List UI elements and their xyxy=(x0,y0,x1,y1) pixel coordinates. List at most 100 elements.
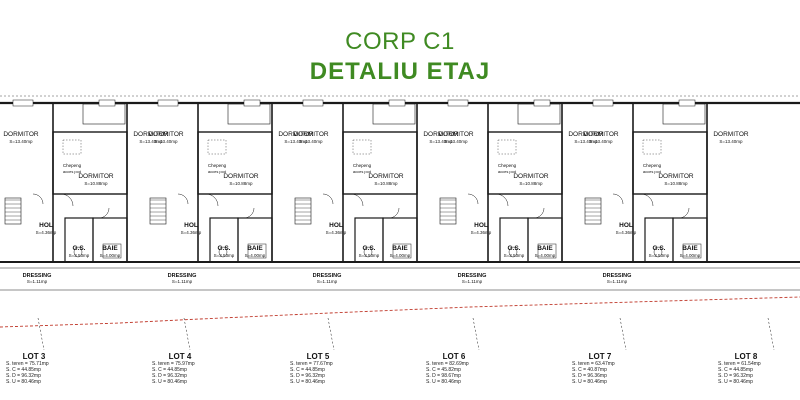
room-label-dormitor: DORMITOR xyxy=(568,131,604,138)
room-label-dressing: DRESSING xyxy=(23,273,52,279)
room-label-dormitor: DORMITOR xyxy=(223,173,259,180)
room-label-dormitor: DORMITOR xyxy=(78,173,114,180)
room-area-dormitor: S=13.40mp xyxy=(719,139,743,144)
room-area-gs: S=3.53mp xyxy=(504,253,525,258)
room-area-dressing: S=1.11mp xyxy=(462,279,483,284)
room-label-dressing: DRESSING xyxy=(313,273,342,279)
room-area-baie: S=4.00mp xyxy=(245,253,266,258)
room-area-baie: S=4.00mp xyxy=(100,253,121,258)
lot-land-area: S. teren = 75.97mp xyxy=(152,361,195,367)
room-area-gs: S=3.53mp xyxy=(359,253,380,258)
units-layer: DORMITORS=13.40mpDORMITORS=13.40mpChepen… xyxy=(0,95,800,291)
hatch-label: Chepeng xyxy=(63,163,82,168)
hatch-sublabel: acces pod xyxy=(498,169,516,174)
building-label: CORP C1 xyxy=(345,28,455,55)
hatch-label: Chepeng xyxy=(353,163,372,168)
drawing-title: DETALIU ETAJ xyxy=(309,58,491,85)
lot-land-area: S. teren = 75.71mp xyxy=(6,361,49,367)
room-area-baie: S=4.00mp xyxy=(535,253,556,258)
apartment-unit: DORMITORS=13.40mpDORMITORS=13.40mpChepen… xyxy=(3,99,169,284)
lot-divider xyxy=(183,317,191,351)
room-area-gs: S=3.53mp xyxy=(214,253,235,258)
lot-name: LOT 7 xyxy=(588,352,612,361)
room-label-dormitor: DORMITOR xyxy=(148,131,184,138)
lot-built-area: S. C = 44.85mp xyxy=(6,367,41,373)
room-area-hol: S=4.36mp xyxy=(616,230,637,235)
lot-usable-area: S. U = 80.46mp xyxy=(152,379,187,385)
room-label-baie: BAIE xyxy=(682,245,698,252)
lot-developed-area: S. D = 98.67mp xyxy=(426,373,461,379)
hatch-label: Chepeng xyxy=(208,163,227,168)
room-area-dormitor: S=13.40mp xyxy=(154,139,178,144)
lot-usable-area: S. U = 80.46mp xyxy=(6,379,41,385)
lot-built-area: S. C = 44.85mp xyxy=(718,367,753,373)
room-area-dormitor: S=13.40mp xyxy=(574,139,598,144)
room-label-hol: HOL xyxy=(474,222,488,229)
room-area-hol: S=4.36mp xyxy=(36,230,57,235)
lot-built-area: S. C = 45.82mp xyxy=(426,367,461,373)
room-label-dressing: DRESSING xyxy=(458,273,487,279)
room-area-dressing: S=1.11mp xyxy=(172,279,193,284)
lot-boundaries xyxy=(0,296,800,351)
room-label-baie: BAIE xyxy=(102,245,118,252)
room-area-dressing: S=1.11mp xyxy=(317,279,338,284)
lot-built-area: S. C = 40.87mp xyxy=(572,367,607,373)
room-label-dressing: DRESSING xyxy=(603,273,632,279)
room-area-dormitor: S=10.88mp xyxy=(519,181,543,186)
room-area-dormitor: S=13.40mp xyxy=(9,139,33,144)
room-label-dormitor: DORMITOR xyxy=(583,131,619,138)
lot-name: LOT 5 xyxy=(306,352,330,361)
room-area-dormitor: S=13.40mp xyxy=(429,139,453,144)
lot-divider xyxy=(327,317,335,351)
room-area-dormitor: S=10.88mp xyxy=(374,181,398,186)
room-label-hol: HOL xyxy=(329,222,343,229)
room-area-dormitor: S=13.40mp xyxy=(444,139,468,144)
room-area-dormitor: S=10.88mp xyxy=(229,181,253,186)
room-label-dormitor: DORMITOR xyxy=(513,173,549,180)
room-label-dormitor: DORMITOR xyxy=(3,131,39,138)
lot-land-area: S. teren = 63.47mp xyxy=(572,361,615,367)
room-area-hol: S=4.36mp xyxy=(471,230,492,235)
lot-land-area: S. teren = 82.69mp xyxy=(426,361,469,367)
lot-developed-area: S. D = 96.32mp xyxy=(718,373,753,379)
room-label-dormitor: DORMITOR xyxy=(278,131,314,138)
lot-built-area: S. C = 44.85mp xyxy=(290,367,325,373)
room-label-baie: BAIE xyxy=(247,245,263,252)
room-area-dressing: S=1.11mp xyxy=(27,279,48,284)
lot-developed-area: S. D = 96.32mp xyxy=(152,373,187,379)
room-area-dormitor: S=13.40mp xyxy=(299,139,323,144)
room-label-hol: HOL xyxy=(619,222,633,229)
room-label-baie: BAIE xyxy=(392,245,408,252)
room-area-hol: S=4.36mp xyxy=(181,230,202,235)
room-label-baie: BAIE xyxy=(537,245,553,252)
room-label-dormitor: DORMITOR xyxy=(423,131,459,138)
room-label-gs: G.S. xyxy=(72,245,85,252)
title-block: CORP C1 DETALIU ETAJ xyxy=(0,0,800,90)
room-label-dormitor: DORMITOR xyxy=(713,131,749,138)
room-label-gs: G.S. xyxy=(507,245,520,252)
room-label-dormitor: DORMITOR xyxy=(368,173,404,180)
room-area-baie: S=4.00mp xyxy=(680,253,701,258)
room-area-dormitor: S=10.88mp xyxy=(664,181,688,186)
lot-usable-area: S. U = 80.46mp xyxy=(426,379,461,385)
room-label-dormitor: DORMITOR xyxy=(133,131,169,138)
room-area-dressing: S=1.11mp xyxy=(607,279,628,284)
room-area-gs: S=3.53mp xyxy=(649,253,670,258)
lot-developed-area: S. D = 96.32mp xyxy=(6,373,41,379)
hatch-label: Chepeng xyxy=(498,163,517,168)
room-label-hol: HOL xyxy=(184,222,198,229)
room-area-dormitor: S=13.40mp xyxy=(284,139,308,144)
lot-divider xyxy=(619,317,627,351)
hatch-sublabel: acces pod xyxy=(643,169,661,174)
room-area-gs: S=3.53mp xyxy=(69,253,90,258)
hatch-sublabel: acces pod xyxy=(63,169,81,174)
apartment-unit: DORMITORS=13.40mpDORMITORS=13.40mpChepen… xyxy=(148,99,314,284)
room-label-gs: G.S. xyxy=(362,245,375,252)
lot-usable-area: S. U = 80.46mp xyxy=(290,379,325,385)
lot-usable-area: S. U = 80.46mp xyxy=(572,379,607,385)
